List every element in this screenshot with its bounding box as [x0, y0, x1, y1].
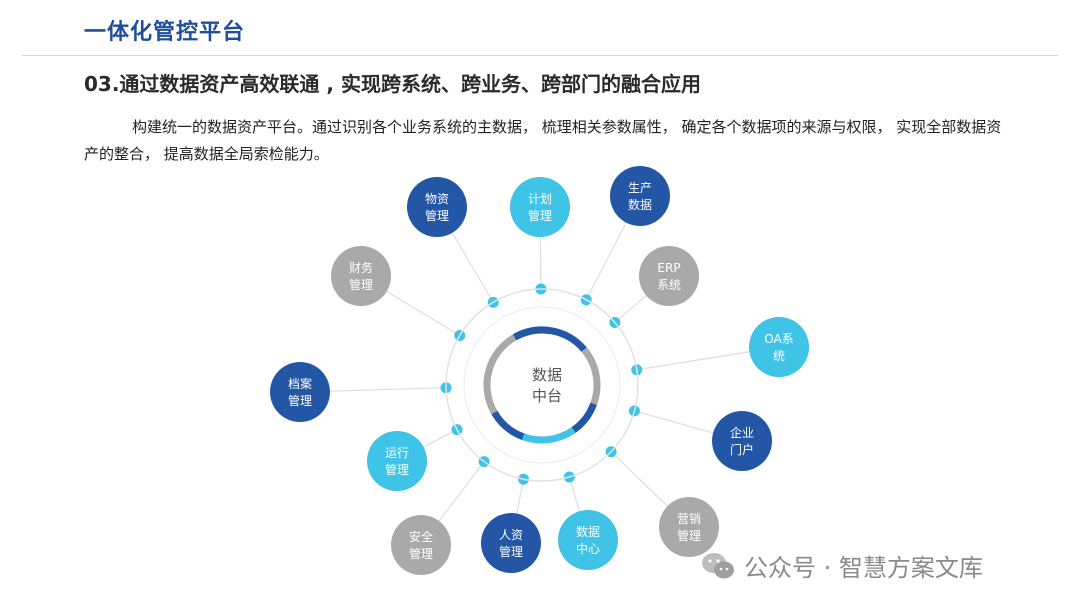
- ring-arc-2: [581, 347, 601, 406]
- node-circle-oa: [749, 317, 809, 377]
- node-circle-caiwu: [331, 246, 391, 306]
- node-label-renzi-2: 管理: [499, 544, 523, 559]
- node-circle-shengchan: [610, 166, 670, 226]
- outer-ring: [445, 288, 639, 482]
- node-label-oa-2: 统: [773, 349, 785, 363]
- node-label-wuzi-2: 管理: [425, 208, 449, 223]
- node-label-qiye-1: 企业: [730, 425, 754, 440]
- center-label-line2: 中台: [532, 387, 562, 405]
- node-label-dangan-2: 管理: [288, 393, 312, 408]
- node-label-yunxing-2: 管理: [385, 462, 409, 477]
- node-label-yunxing-1: 运行: [385, 446, 409, 460]
- node-label-renzi-1: 人资: [499, 528, 523, 542]
- node-circle-dangan: [270, 362, 330, 422]
- center-ring: [483, 326, 601, 444]
- node-label-jihua-1: 计划: [528, 192, 552, 206]
- ring-arc-1: [512, 326, 587, 352]
- node-label-caiwu-2: 管理: [349, 277, 373, 292]
- node-circle-shuju: [558, 510, 618, 570]
- node-circle-yingxiao: [659, 497, 719, 557]
- node-label-shuju-2: 中心: [576, 541, 600, 556]
- node-label-erp-1: ERP: [657, 261, 680, 275]
- node-label-yingxiao-2: 管理: [677, 528, 701, 543]
- center-label-line1: 数据: [532, 366, 562, 384]
- outer-ring-inner: [463, 306, 621, 464]
- node-circle-wuzi: [407, 177, 467, 237]
- node-label-jihua-2: 管理: [528, 208, 552, 223]
- node-circle-yunxing: [367, 431, 427, 491]
- node-label-shengchan-1: 生产: [628, 181, 652, 195]
- ring-arc-5: [491, 410, 525, 440]
- node-label-anquan-1: 安全: [409, 529, 433, 544]
- node-circle-erp: [639, 246, 699, 306]
- node-circle-anquan: [391, 515, 451, 575]
- ring-arc-6: [483, 334, 517, 415]
- node-label-shuju-1: 数据: [576, 524, 600, 539]
- node-label-anquan-2: 管理: [409, 546, 433, 561]
- node-label-oa-1: OA系: [764, 332, 793, 346]
- node-erp: ERP 系统: [639, 246, 699, 306]
- node-circle-qiye: [712, 411, 772, 471]
- header-divider: [22, 55, 1058, 56]
- ring-arc-3: [571, 402, 597, 433]
- ring-arc-4: [521, 427, 576, 444]
- node-label-qiye-2: 门户: [730, 442, 754, 457]
- node-label-erp-2: 系统: [657, 278, 681, 292]
- wechat-icon: [700, 551, 736, 581]
- node-label-wuzi-1: 物资: [425, 192, 449, 206]
- watermark: 公众号 · 智慧方案文库: [700, 548, 983, 583]
- node-label-caiwu-1: 财务: [349, 260, 373, 275]
- page-title: 一体化管控平台: [84, 20, 246, 45]
- section-heading: 03.通过数据资产高效联通 , 实现跨系统、跨业务、跨部门的融合应用: [84, 72, 701, 96]
- node-circle-jihua: [510, 177, 570, 237]
- node-label-shengchan-2: 数据: [628, 197, 652, 212]
- intro-paragraph: 构建统一的数据资产平台。通过识别各个业务系统的主数据， 梳理相关参数属性， 确定…: [84, 118, 1002, 163]
- node-label-yingxiao-1: 营销: [677, 512, 701, 526]
- node-label-dangan-1: 档案: [288, 376, 312, 391]
- watermark-text: 公众号 · 智慧方案文库: [744, 554, 983, 582]
- node-circle-renzi: [481, 513, 541, 573]
